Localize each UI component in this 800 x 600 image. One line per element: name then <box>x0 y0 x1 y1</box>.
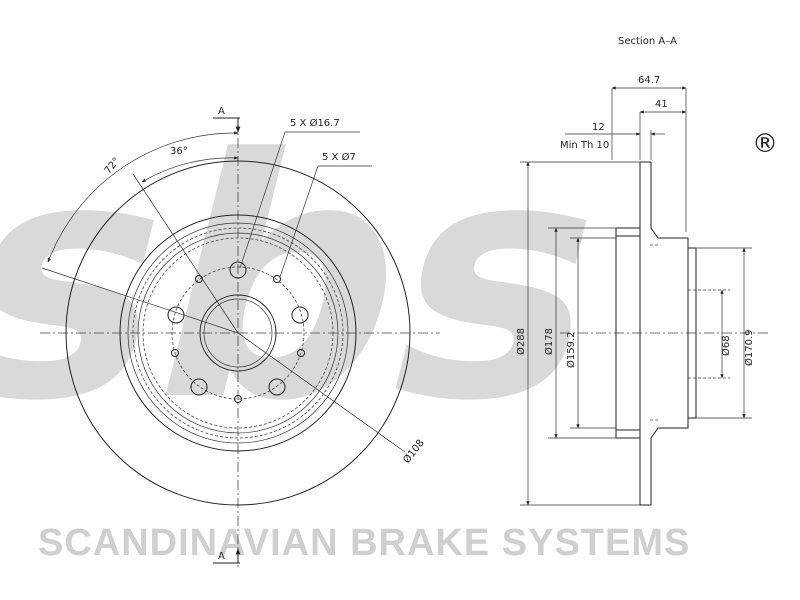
hat-diameter-label: Ø178 <box>543 328 555 355</box>
small-holes <box>171 275 305 403</box>
section-marker-bottom: A <box>218 551 225 562</box>
overall-width-label: 64.7 <box>638 75 660 86</box>
center-bore-inner <box>203 298 273 368</box>
small-hole <box>171 349 179 357</box>
center-bore-label: Ø68 <box>720 335 732 356</box>
section-title: Section A–A <box>618 36 677 47</box>
small-hole-leader <box>279 165 319 278</box>
hat-dashed-ring <box>132 227 344 439</box>
front-view: A A <box>40 106 440 568</box>
section-marker-top: A <box>218 106 225 117</box>
sbs-watermark-letters: sbs <box>0 90 647 474</box>
bolt-circle <box>171 266 305 400</box>
bolt-hole-label: 5 X Ø16.7 <box>290 117 340 129</box>
thickness-label: 12 <box>592 122 605 133</box>
section-view: Section A–A 64.7 41 12 Min Th 10 <box>515 36 770 506</box>
min-thickness-label: Min Th 10 <box>560 140 609 151</box>
angle-arc-36 <box>141 156 239 183</box>
bolt-hole-leader <box>239 131 286 269</box>
small-hole <box>273 275 281 283</box>
angle-ray-72 <box>41 267 239 334</box>
brand-caption: SCANDINAVIAN BRAKE SYSTEMS <box>38 522 690 564</box>
outer-diameter-label: Ø288 <box>515 328 527 355</box>
bolt-hole <box>268 378 286 396</box>
angle-arc-72 <box>47 131 239 263</box>
small-hole-label: 5 X Ø7 <box>322 151 356 163</box>
center-bore-outer <box>199 294 277 372</box>
inner-hat-diameter-label: Ø159.2 <box>565 332 577 369</box>
hat-depth-label: 41 <box>655 99 668 110</box>
small-hole <box>234 395 242 403</box>
hub-diameter-label: Ø170.9 <box>743 330 755 367</box>
pcd-leader <box>237 332 406 453</box>
small-hole <box>297 349 305 357</box>
angle-36-label: 36° <box>170 146 188 157</box>
bolt-hole <box>291 306 309 324</box>
registered-mark: ® <box>752 129 778 159</box>
hat-profile <box>616 227 689 439</box>
bolt-hole <box>190 378 208 396</box>
